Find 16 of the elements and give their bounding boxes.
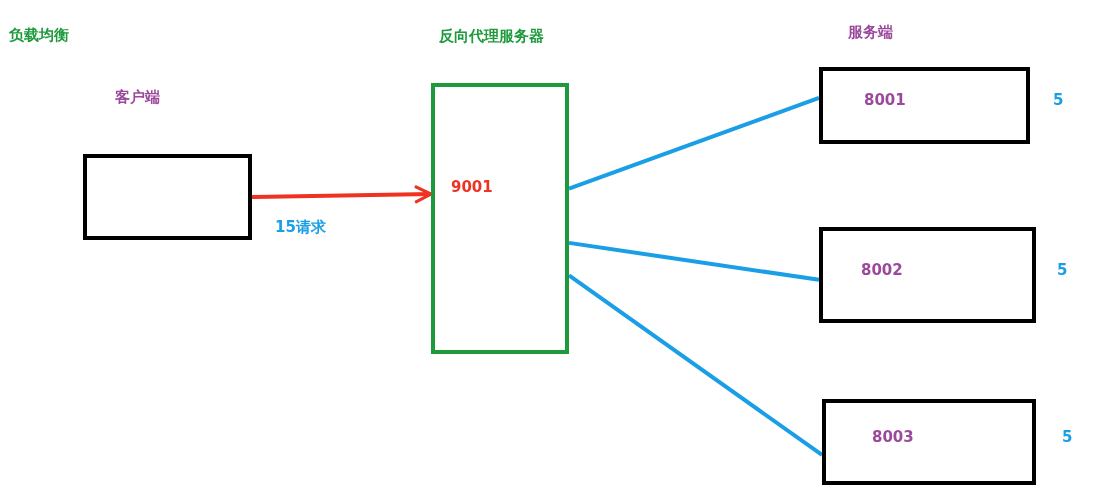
weight-label: 5 [1062, 428, 1073, 446]
title: 负载均衡 [9, 26, 69, 45]
port-number: 8002 [861, 261, 903, 279]
edge-label: 15请求 [275, 218, 326, 237]
arrow [251, 184, 433, 204]
connector-line [568, 95, 820, 191]
port-number: 8003 [872, 428, 914, 446]
connector-line [567, 273, 824, 457]
port-number: 9001 [451, 178, 493, 196]
port-number: 8001 [864, 91, 906, 109]
group-label: 服务端 [848, 23, 893, 42]
connector-line [568, 240, 820, 282]
heading: 客户端 [115, 88, 160, 107]
heading: 反向代理服务器 [439, 27, 544, 46]
weight-label: 5 [1053, 91, 1064, 109]
weight-label: 5 [1057, 261, 1068, 279]
